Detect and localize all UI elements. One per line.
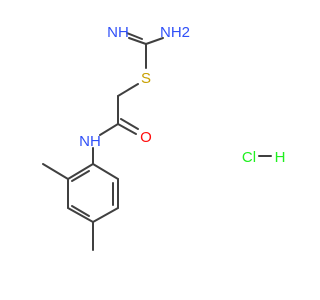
- sulfur-label: S: [141, 70, 151, 87]
- bond-c-n-imine-2: [128, 37, 147, 45]
- ring-bond-4: [67, 207, 94, 223]
- bond-c-n-amine: [145, 37, 164, 45]
- bond-c-o-1: [117, 123, 137, 135]
- ring-bond-3: [92, 207, 119, 223]
- bond-c-o-2: [120, 118, 139, 130]
- imine-nh-label: NH: [107, 24, 129, 41]
- chlorine-label: Cl: [242, 149, 256, 166]
- bond-c-n-amide: [99, 123, 119, 136]
- bonds: [42, 32, 272, 251]
- amide-nh-label: NH: [79, 133, 101, 150]
- ring-bond-6: [67, 163, 94, 180]
- ring-bond-1: [92, 163, 119, 180]
- atom-labels: NH NH2 S O NH Cl H: [79, 24, 285, 166]
- bond-c-n-imine-1: [126, 32, 143, 40]
- bond-s-ch2: [117, 83, 139, 97]
- bond-methyl-ortho: [42, 163, 69, 180]
- oxygen-label: O: [140, 129, 152, 146]
- hydrogen-label: H: [275, 149, 286, 166]
- chemical-structure: NH NH2 S O NH Cl H: [42, 24, 285, 251]
- ring-double-2: [71, 205, 90, 217]
- ring-double-3: [71, 170, 90, 182]
- amine-nh2-label: NH2: [160, 24, 190, 41]
